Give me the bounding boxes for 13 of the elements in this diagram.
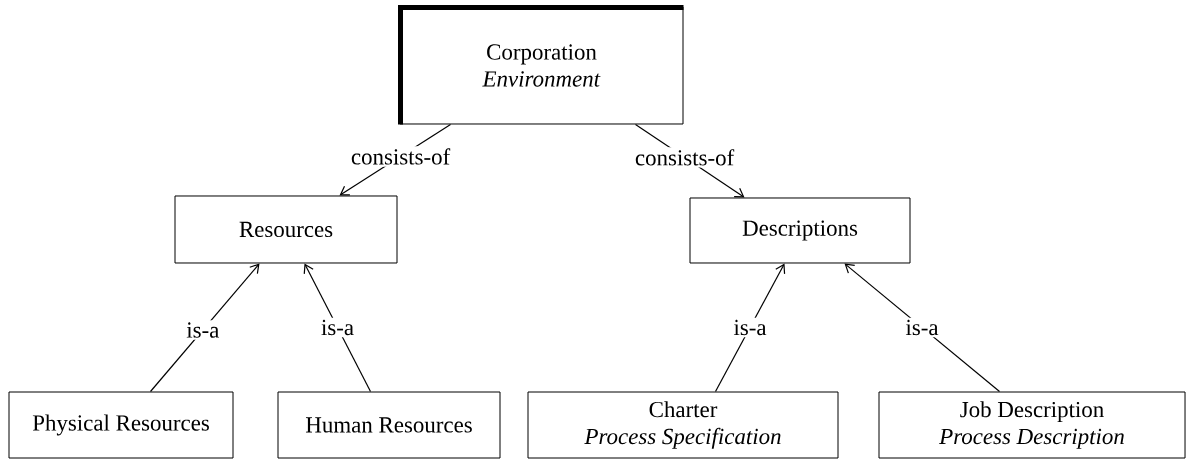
edge-label: is-a (733, 319, 767, 336)
class-box: Human Resources (277, 391, 501, 459)
edge-label: is-a (186, 322, 220, 338)
class-box: Descriptions (689, 197, 911, 264)
entity-box: Corporation Environment (398, 5, 684, 125)
edge-label: consists-of (635, 149, 735, 166)
class-box: Charter Process Specification (527, 391, 839, 459)
class-box: Physical Resources (8, 391, 234, 459)
class-box: Resources (174, 195, 398, 264)
class-box: Job Description Process Description (878, 391, 1186, 459)
edge-label: is-a (321, 319, 354, 336)
edge-label: consists-of (351, 148, 451, 165)
edge-label: is-a (905, 319, 939, 336)
